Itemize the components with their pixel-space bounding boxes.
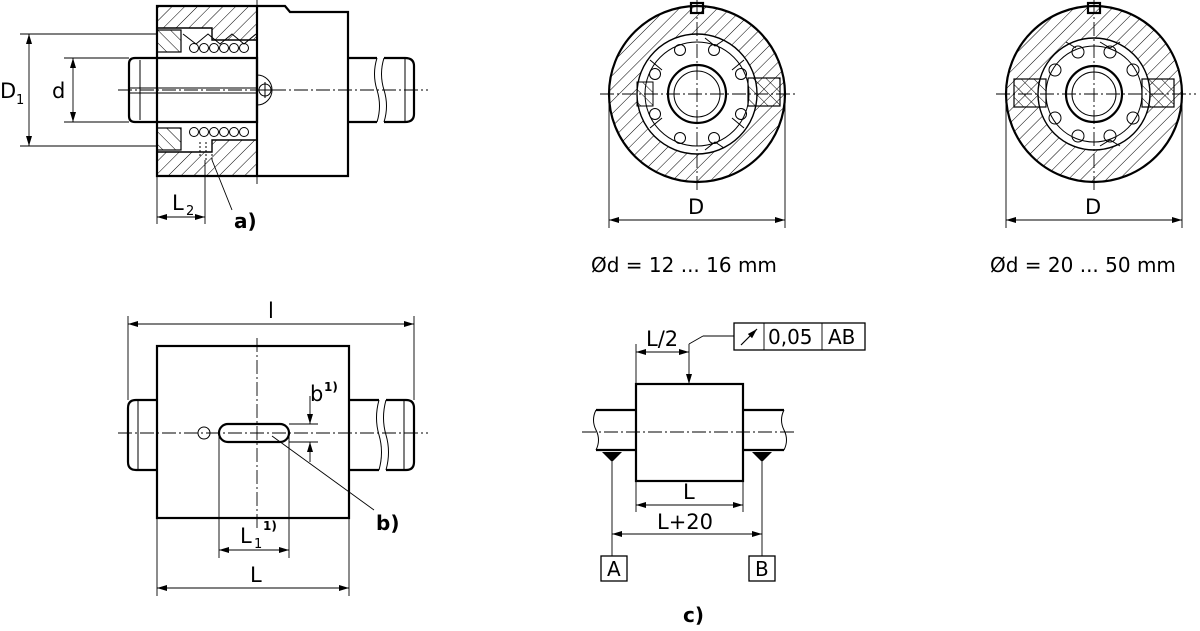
- label-L1: L: [240, 524, 252, 548]
- upper-seal: [156, 29, 182, 53]
- tolerance-frame: 0,05 AB: [733, 322, 866, 351]
- seal-left-large: [1013, 78, 1047, 108]
- figure-a-section-view: D 1 d L 2 a): [0, 0, 428, 233]
- callout-c: c): [683, 603, 704, 627]
- support-B: [752, 452, 772, 462]
- cross-section-small: D Ød = 12 ... 16 mm: [591, 0, 796, 277]
- lower-seal: [156, 127, 182, 151]
- grease-fitting-small: [747, 77, 781, 107]
- label-D1-sub: 1: [16, 93, 24, 108]
- shaft-stub-left-b: [126, 398, 157, 472]
- tolerance-datum: AB: [828, 325, 855, 349]
- label-b-sup: 1): [324, 380, 338, 394]
- caption-large: Ød = 20 ... 50 mm: [990, 253, 1176, 277]
- datum-box-B: [748, 555, 776, 582]
- callout-b: b): [376, 511, 399, 535]
- datum-box-A: [600, 555, 628, 582]
- cross-section-large: D Ød = 20 ... 50 mm: [990, 0, 1196, 277]
- label-b: b: [310, 382, 323, 406]
- label-L-b: L: [250, 563, 262, 587]
- runout-symbol-icon: [740, 328, 758, 346]
- datum-B: B: [755, 557, 769, 581]
- bushing-body-c: [634, 382, 745, 483]
- lower-ball-row: [189, 127, 249, 162]
- figure-c-runout: A B L L+20 L/2 0,05 AB c): [582, 322, 866, 627]
- upper-ball-row: [182, 33, 257, 53]
- label-D1: D: [0, 79, 16, 103]
- label-half-L: L/2: [646, 327, 678, 351]
- support-A: [602, 452, 622, 462]
- tolerance-value: 0,05: [768, 325, 813, 349]
- figure-b-top-view: l b 1) L 1 1) L b): [118, 299, 428, 596]
- label-L1-sup: 1): [263, 519, 277, 533]
- caption-small: Ød = 12 ... 16 mm: [591, 253, 777, 277]
- label-d: d: [52, 79, 65, 103]
- label-L1-sub: 1: [254, 537, 262, 552]
- label-D-large: D: [1085, 195, 1101, 219]
- label-L2: L: [172, 191, 184, 215]
- label-l: l: [268, 299, 274, 323]
- label-L2-sub: 2: [186, 204, 194, 219]
- callout-a: a): [234, 209, 257, 233]
- seal-right-large: [1141, 78, 1175, 108]
- label-D-small: D: [688, 195, 704, 219]
- shaft-a: [127, 56, 259, 124]
- label-L20: L+20: [657, 510, 713, 534]
- shaft-stub-right-b: [349, 398, 416, 472]
- housing-outline-b: [155, 344, 351, 520]
- label-L-c: L: [683, 480, 695, 504]
- datum-A: A: [607, 557, 621, 581]
